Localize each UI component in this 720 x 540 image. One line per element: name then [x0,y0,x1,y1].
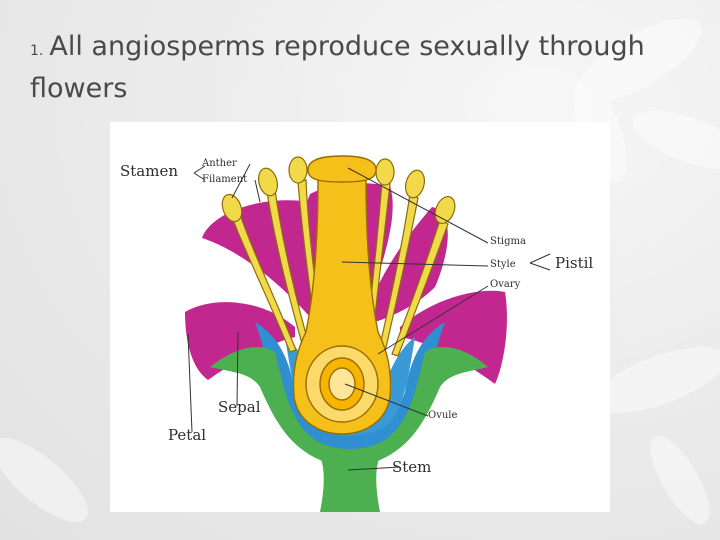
anther-4 [376,159,394,185]
label-filament: Filament [202,174,247,185]
anther-3 [289,157,307,183]
anther-5 [403,168,428,200]
label-style: Style [490,259,516,270]
flower-illustration [110,122,610,512]
title-text: All angiosperms reproduce sexually throu… [30,31,645,104]
label-anther: Anther [202,158,237,169]
label-pistil: Pistil [555,254,593,272]
slide-title: 1.All angiosperms reproduce sexually thr… [30,28,700,108]
label-ovule: Ovule [428,410,457,421]
label-stamen: Stamen [120,162,178,180]
stem-shape [320,457,380,512]
label-ovary: Ovary [490,279,520,290]
label-stigma: Stigma [490,236,526,247]
label-stem: Stem [392,458,431,476]
flower-diagram: Stamen Anther Filament Stigma Style Ovar… [110,122,610,512]
anther-2 [256,166,281,198]
ovule-inner [329,368,355,400]
label-sepal: Sepal [218,398,261,416]
list-number: 1. [30,43,43,59]
label-petal: Petal [168,426,206,444]
